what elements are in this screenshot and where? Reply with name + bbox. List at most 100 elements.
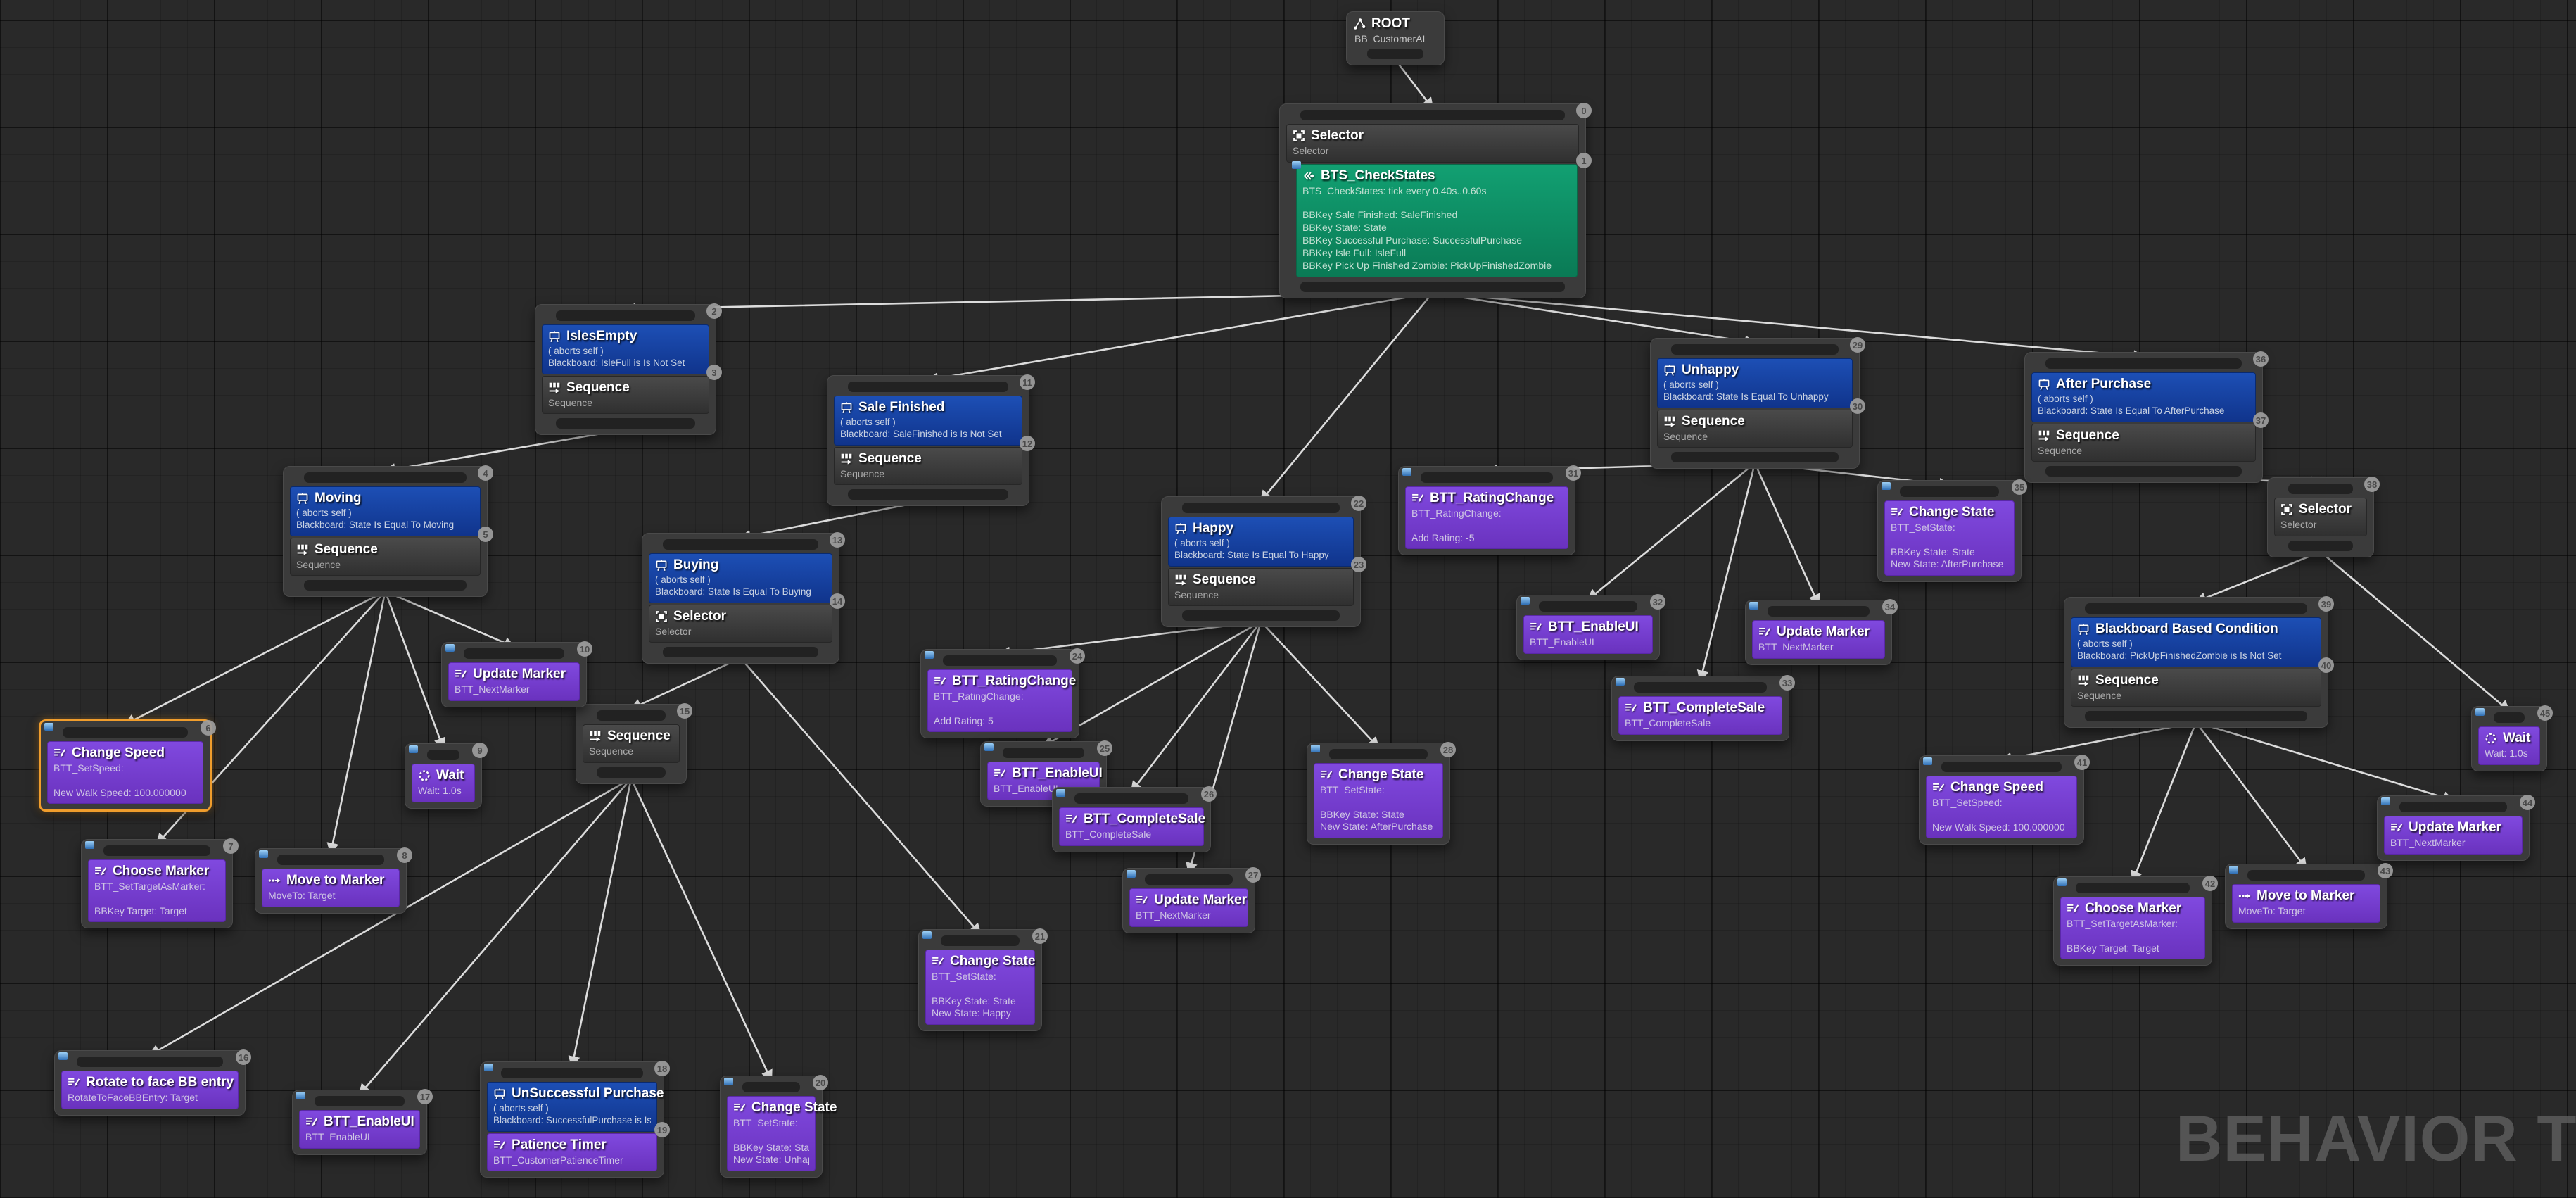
- node-title: Move to Marker: [286, 873, 385, 888]
- edge-happy-to-eui25: [1041, 620, 1262, 748]
- task-detail: [934, 703, 1066, 715]
- exec-index-badge: 38: [2364, 477, 2380, 492]
- node-output-bar: [1671, 452, 1839, 463]
- task-detail: [1891, 534, 2008, 546]
- node-title-row: Sequence: [296, 542, 474, 557]
- task-detail: [94, 893, 220, 905]
- node-input-bar: [1634, 682, 1767, 693]
- node-input-bar: [941, 935, 1020, 946]
- node-pin: [259, 850, 268, 858]
- node-title: BTT_RatingChange: [1430, 491, 1554, 505]
- node-input-bar: [2045, 358, 2242, 369]
- blackboard-icon: [1664, 365, 1675, 376]
- node-output-bar: [1182, 610, 1340, 622]
- node-output-bar: [556, 418, 695, 429]
- exec-index-badge: 4: [478, 465, 493, 481]
- bt-node-happy[interactable]: Happy( aborts self )Blackboard: State Is…: [1161, 496, 1366, 628]
- node-input-bar: [943, 655, 1057, 666]
- node-title: BTT_EnableUI: [1012, 766, 1103, 781]
- exec-index-badge: 42: [2202, 876, 2218, 891]
- composite-subtitle: Sequence: [296, 558, 341, 570]
- node-subtitle: BB_CustomerAI: [1354, 33, 1426, 44]
- edge-seq15-to-eui17: [358, 777, 633, 1096]
- node-input-bar: [1145, 874, 1233, 885]
- task-subtitle: BTT_SetTargetAsMarker:: [2067, 918, 2178, 929]
- decorator-block: Buying( aborts self )Blackboard: State I…: [649, 553, 832, 603]
- bt-node-isles[interactable]: IslesEmpty( aborts self )Blackboard: Isl…: [535, 303, 722, 436]
- composite-subtitle: Selector: [655, 625, 692, 637]
- exec-index-badge: 3: [706, 365, 722, 380]
- wait-icon: [419, 770, 430, 781]
- node-title-row: Wait: [418, 768, 469, 783]
- node-input-bar: [1182, 503, 1340, 513]
- edge-sel-to-sale: [926, 291, 1434, 384]
- bt-node-after[interactable]: After Purchase( aborts self )Blackboard:…: [2024, 351, 2269, 484]
- task-subtitle: BTT_SetState:: [1891, 522, 1955, 533]
- decorator-aborts: ( aborts self ): [2038, 393, 2093, 404]
- bt-node-bbc39[interactable]: Blackboard Based Condition( aborts self …: [2064, 596, 2334, 729]
- node-title: Selector: [2299, 502, 2352, 517]
- node-title-row: Change State: [932, 954, 1035, 969]
- bt-node-unsucc18[interactable]: UnSuccessful Purchase( aborts self )Blac…: [480, 1061, 670, 1178]
- decorator-block: Happy( aborts self )Blackboard: State Is…: [1168, 517, 1354, 567]
- bt-node-unhappy[interactable]: Unhappy( aborts self )Blackboard: State …: [1650, 337, 1865, 469]
- task-subtitle: BTT_CompleteSale: [1625, 717, 1711, 729]
- exec-index-badge: 27: [1245, 867, 1261, 883]
- sequence-icon: [549, 382, 560, 393]
- node-input-bar: [1768, 606, 1870, 617]
- node-input-bar: [848, 382, 1008, 392]
- decorator-condition: Blackboard: SaleFinished is Is Not Set: [840, 428, 1002, 439]
- task-subtitle: BTT_NextMarker: [455, 683, 530, 695]
- node-title-row: BTT_RatingChange: [1411, 491, 1562, 506]
- exec-index-badge: 37: [2253, 412, 2269, 428]
- exec-index-badge: 5: [478, 527, 493, 542]
- edge-root-to-sel: [1394, 58, 1434, 111]
- root-icon: [1354, 18, 1366, 30]
- node-input-bar: [63, 727, 188, 738]
- edge-bbc39-to-cmark42: [2131, 721, 2197, 883]
- bt-node-buying[interactable]: Buying( aborts self )Blackboard: State I…: [642, 532, 845, 664]
- node-input-bar: [1671, 344, 1839, 355]
- bt-node-sale[interactable]: Sale Finished( aborts self )Blackboard: …: [827, 374, 1035, 507]
- exec-index-badge: 23: [1351, 557, 1366, 572]
- node-title: Change Speed: [72, 745, 165, 760]
- node-input-bar: [277, 855, 384, 865]
- exec-index-badge: 8: [397, 847, 412, 863]
- node-input-bar: [1074, 793, 1188, 804]
- bt-node-moving[interactable]: Moving( aborts self )Blackboard: State I…: [283, 465, 493, 598]
